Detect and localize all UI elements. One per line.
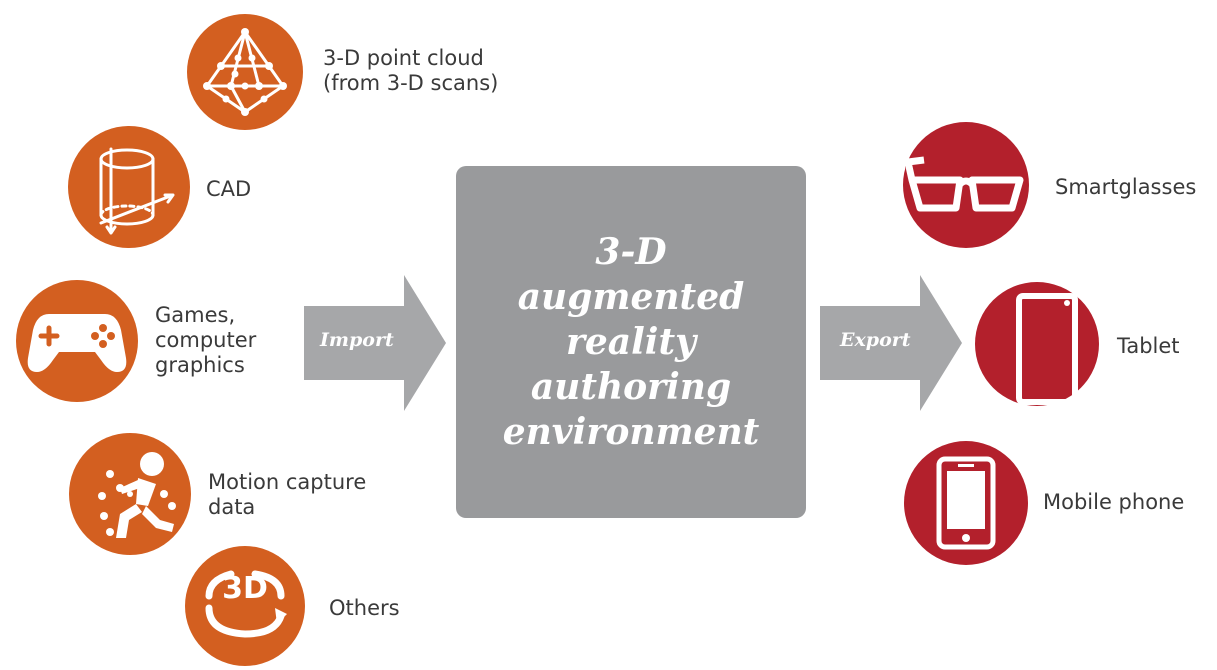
smartglasses-circle (903, 122, 1029, 248)
mobile-circle (904, 441, 1028, 565)
glasses-icon (906, 156, 1024, 212)
tablet-icon (1016, 293, 1078, 405)
mobile-phone-icon (936, 456, 996, 550)
center-line: environment (502, 410, 760, 453)
center-line: reality (565, 320, 697, 363)
smartglasses-label: Smartglasses (1055, 175, 1197, 199)
export-arrow (820, 275, 962, 411)
tablet-label: Tablet (1117, 334, 1180, 358)
others-circle: 3D (185, 546, 305, 666)
tablet-circle (975, 282, 1099, 406)
mobile-phone-label: Mobile phone (1043, 490, 1185, 514)
point-cloud-pyramid-icon (203, 28, 287, 116)
center-line: authoring (530, 365, 732, 408)
center-line: 3-D (595, 230, 667, 273)
gamepad-icon (27, 314, 127, 372)
cylinder-axes-icon (99, 147, 175, 235)
center-line: augmented (517, 275, 745, 318)
motion-capture-figure-icon (98, 452, 176, 538)
cad-label: CAD (206, 177, 252, 201)
3d-rotate-icon: 3D (205, 570, 287, 638)
import-arrow (304, 275, 446, 411)
cad-circle (68, 126, 190, 248)
others-label: Others (329, 596, 400, 620)
games-circle (16, 280, 138, 402)
export-label: Export (840, 329, 911, 351)
point-cloud-circle (187, 14, 303, 130)
import-label: Import (320, 329, 394, 351)
authoring-environment-box: 3-D augmented reality authoring environm… (456, 166, 806, 518)
motion-circle (69, 433, 191, 555)
point-cloud-label: 3-D point cloud(from 3-D scans) (323, 46, 499, 95)
